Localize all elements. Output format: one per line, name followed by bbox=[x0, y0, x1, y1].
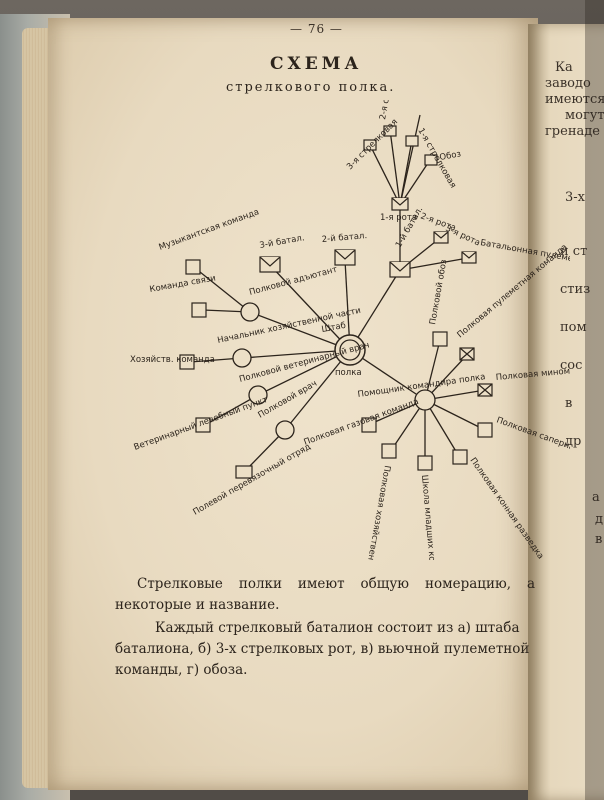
next-page-line: 3-х bbox=[565, 190, 585, 205]
link-line bbox=[424, 399, 486, 431]
company-3-label: 3-я рота bbox=[444, 224, 482, 249]
supply-label: Хозяйств. команда bbox=[130, 355, 215, 365]
next-page-line: имеются bbox=[545, 92, 604, 107]
vet-point-box bbox=[195, 417, 211, 433]
school-label: Школа младших командиров bbox=[419, 474, 440, 560]
mortar-label: Полковая минометная команда bbox=[495, 361, 570, 383]
company-box bbox=[391, 197, 409, 211]
supply-box bbox=[179, 354, 195, 370]
next-page-line: а bbox=[592, 490, 600, 505]
paragraph-2-line-2: баталиона, б) 3-х стрелковых рот, в) вью… bbox=[115, 641, 530, 657]
assistant-commander-node bbox=[414, 389, 436, 411]
battalion-2-box bbox=[334, 249, 356, 266]
book-page bbox=[48, 18, 538, 790]
mortar-box bbox=[459, 347, 475, 361]
platoon-box bbox=[405, 135, 419, 147]
paragraph-2-line-3: команды, г) обоза. bbox=[115, 662, 248, 678]
sapper-box bbox=[477, 383, 493, 397]
next-page-line: и ст bbox=[560, 244, 588, 259]
next-page-line: могут bbox=[565, 108, 604, 123]
right-leaf-box bbox=[477, 422, 493, 438]
battalion-3-label: 1-й батал. bbox=[394, 205, 425, 249]
link-line bbox=[204, 394, 259, 426]
right-leaf-box bbox=[417, 455, 433, 471]
page-title: СХЕМА bbox=[270, 54, 363, 74]
hq-label-bottom: полка bbox=[335, 368, 362, 378]
household-label: Полковая хозяйственная команда bbox=[355, 464, 391, 560]
bn-train-label: Обоз bbox=[439, 149, 463, 163]
platoon-box bbox=[424, 154, 438, 166]
field-hospital-label: Полевой перевязочный отряд bbox=[192, 442, 313, 518]
regiment-hq-node bbox=[334, 334, 366, 366]
vet-point-label: Ветеринарный лечебный пункт bbox=[133, 395, 270, 453]
paragraph-2: Каждый стрелковый баталион состоит из а)… bbox=[115, 618, 535, 681]
next-page-line: Ка bbox=[555, 60, 573, 75]
next-page-line: стиз bbox=[560, 282, 591, 297]
battalion-1-label: 3-й батал. bbox=[259, 233, 305, 251]
adjutant-node bbox=[240, 302, 260, 322]
paragraph-1: Стрелковые полки имеют общую номерацию, … bbox=[115, 574, 535, 616]
band-label: Музыкантская команда bbox=[158, 207, 261, 253]
gas-label: Полковая газовая команда bbox=[303, 397, 421, 448]
field-hospital-box bbox=[235, 465, 253, 479]
link-line bbox=[257, 349, 351, 396]
right-leaf-box bbox=[361, 417, 377, 433]
battalion-1-box bbox=[259, 256, 281, 273]
battalion-3-box bbox=[389, 261, 411, 278]
doctor-node bbox=[275, 420, 295, 440]
signal-box bbox=[191, 302, 207, 318]
platoon-box bbox=[383, 125, 397, 137]
next-page-line: сос bbox=[560, 358, 583, 373]
link-line bbox=[194, 267, 251, 313]
quartermaster-node bbox=[232, 348, 252, 368]
sapper-label: Полковая саперная команда bbox=[495, 415, 570, 468]
paragraph-1-text: Стрелковые полки имеют общую номерацию, … bbox=[115, 576, 535, 613]
company-box bbox=[433, 231, 449, 244]
regiment-diagram: Штаб полка Музыкантская bbox=[130, 100, 570, 560]
right-leaf-box bbox=[381, 443, 397, 459]
next-page-line: др bbox=[565, 434, 582, 449]
paragraph-2-line-1: Каждый стрелковый баталион состоит из а)… bbox=[155, 620, 520, 636]
right-leaf-box bbox=[432, 331, 448, 347]
next-page-line: в bbox=[565, 396, 573, 411]
link-line bbox=[424, 399, 461, 459]
next-page-line: гренаде bbox=[545, 124, 600, 139]
next-page-line: заводо bbox=[545, 76, 591, 91]
link-line bbox=[269, 264, 351, 351]
company-label: 1-я рота bbox=[380, 213, 417, 223]
next-page-line: д bbox=[595, 512, 604, 527]
link-line bbox=[369, 144, 401, 206]
next-page-line: в bbox=[595, 532, 603, 547]
link-line bbox=[284, 349, 351, 431]
veterinary-node bbox=[248, 385, 268, 405]
edge-shadow bbox=[585, 0, 604, 800]
platoon-box bbox=[363, 139, 377, 151]
rifle-2-label: 2-я стрелковая bbox=[378, 100, 400, 121]
next-page bbox=[528, 24, 604, 800]
recon-label: Полковая конная разведка bbox=[468, 456, 546, 560]
battalion-2-label: 2-й батал. bbox=[321, 231, 367, 245]
hq-label-top: Штаб bbox=[321, 321, 347, 335]
mg-team-box bbox=[461, 251, 477, 264]
link-line bbox=[389, 129, 401, 206]
signal-label: Команда связи bbox=[149, 273, 217, 294]
link-line bbox=[249, 311, 351, 351]
link-line bbox=[241, 349, 351, 359]
right-leaf-box bbox=[452, 449, 468, 465]
page-number: — 76 — bbox=[290, 22, 343, 36]
band-box bbox=[185, 259, 201, 275]
page-subtitle: стрелкового полка. bbox=[226, 80, 396, 95]
link-line bbox=[399, 257, 469, 271]
link-line bbox=[399, 114, 421, 206]
next-page-line: пом bbox=[560, 320, 587, 335]
train-label: Полковой обоз bbox=[428, 258, 449, 325]
